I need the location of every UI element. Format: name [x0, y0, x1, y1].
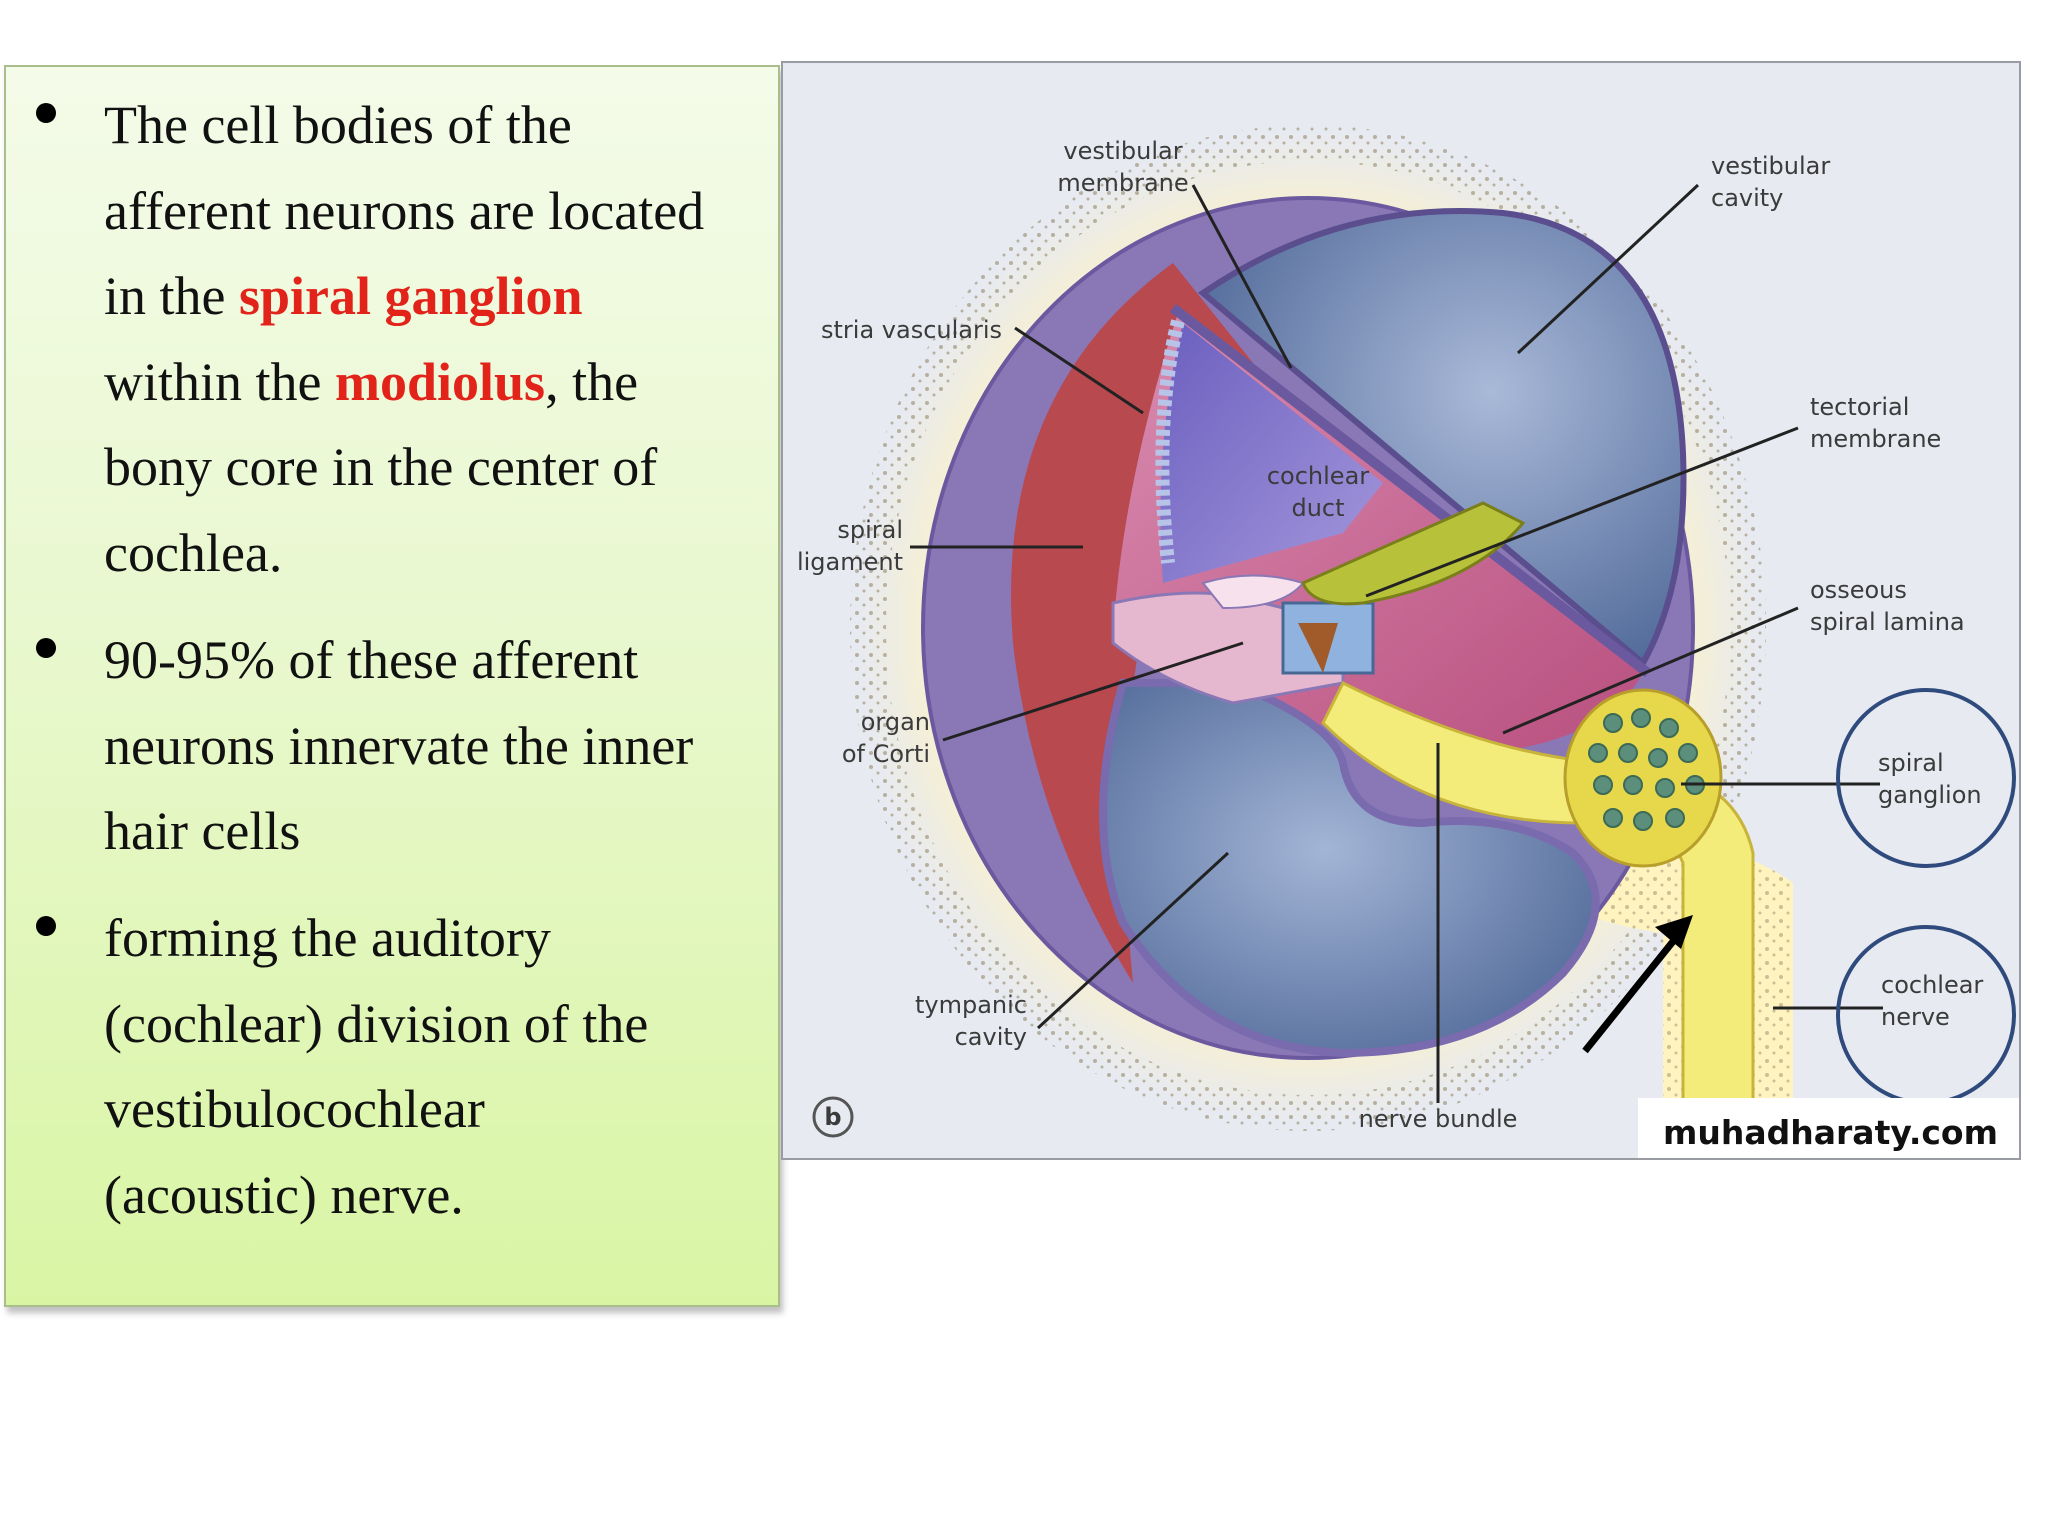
label-osseous-spiral-lamina-2: spiral lamina [1810, 608, 1965, 636]
label-spiral-ligament-1: spiral [837, 516, 903, 544]
text-run: (cochlear) division of the [104, 993, 649, 1054]
text-run: forming the auditory [104, 908, 551, 968]
bullet-dot [36, 916, 56, 936]
leader-lines [910, 183, 1883, 1103]
bullet-dot [36, 638, 56, 658]
text-run: cochlea. [104, 522, 283, 583]
label-spiral-ganglion-2: ganglion [1878, 781, 1982, 809]
text-run: neurons innervate the inner [104, 715, 694, 776]
bullet-1-line-6: cochlea. [104, 511, 704, 597]
stria-vascularis-cells [1155, 319, 1185, 564]
watermark: muhadharaty.com [1663, 1113, 1998, 1152]
bullet-1-line-4: within the modiolus, the [104, 340, 704, 426]
text-run: afferent neurons are located [104, 180, 705, 241]
bullet-2-line-1: 90-95% of these afferent [104, 618, 693, 704]
text-run: in the [104, 266, 239, 326]
text-run: (acoustic) nerve. [104, 1164, 464, 1225]
bullet-2-line-3: hair cells [104, 789, 693, 875]
leader-vestibular-membrane [1191, 184, 1293, 369]
label-vestibular-cavity-2: cavity [1711, 184, 1783, 212]
leader-organ-of-corti [942, 641, 1244, 742]
leader-tympanic-cavity [1036, 851, 1230, 1030]
label-vestibular-membrane-2: membrane [1057, 169, 1188, 197]
label-osseous-spiral-lamina-1: osseous [1810, 576, 1907, 604]
text-run: bony core in the center of [104, 437, 658, 497]
bullet-1-line-3: in the spiral ganglion [104, 254, 704, 340]
label-tectorial-membrane-2: membrane [1810, 425, 1941, 453]
spiral-ganglion-shape [1563, 688, 1723, 868]
label-tympanic-cavity-2: cavity [955, 1023, 1027, 1051]
text-run: within the [104, 351, 335, 412]
label-tectorial-membrane-1: tectorial [1810, 393, 1909, 421]
text-run: 90-95% of these afferent [104, 630, 639, 690]
label-nerve-bundle: nerve bundle [1359, 1105, 1518, 1133]
bullet-dot [36, 103, 56, 123]
text-run: The cell bodies of the [104, 95, 572, 155]
stria-vascularis-shape [1160, 323, 1383, 583]
text-run: hair cells [104, 801, 301, 861]
bullet-3-line-1: forming the auditory [104, 896, 648, 982]
label-vestibular-membrane-1: vestibular [1063, 137, 1182, 165]
label-cochlear-nerve-2: nerve [1881, 1003, 1950, 1031]
leader-vestibular-cavity [1516, 183, 1700, 355]
bullet-1-line-1: The cell bodies of the [104, 83, 704, 169]
leader-stria-vascularis [1014, 326, 1144, 415]
label-cochlear-duct-1: cochlear [1267, 462, 1369, 490]
label-spiral-ligament-2: ligament [797, 548, 903, 576]
spiral-ganglion-highlight-circle [1836, 688, 2016, 868]
text-run: vestibulocochlear [104, 1079, 485, 1139]
vestibular-cavity-shape [1198, 208, 1687, 668]
label-vestibular-cavity-1: vestibular [1711, 152, 1830, 180]
vestibular-membrane-shape [1169, 304, 1652, 677]
label-cochlear-duct-2: duct [1291, 494, 1344, 522]
label-tympanic-cavity-1: tympanic [915, 991, 1027, 1019]
highlight-modiolus: modiolus [334, 351, 546, 412]
bullet-3-line-4: (acoustic) nerve. [104, 1153, 648, 1239]
label-stria-vascularis: stria vascularis [821, 316, 1002, 344]
leader-osseous-spiral-lamina [1502, 606, 1799, 735]
panel-letter: b [824, 1103, 841, 1131]
label-spiral-ganglion-1: spiral [1878, 749, 1944, 777]
leader-tectorial-membrane [1365, 426, 1799, 598]
bullet-3-line-3: vestibulocochlear [104, 1067, 648, 1153]
cochlea-cross-section-figure: vestibular membrane vestibular cavity st… [781, 61, 2021, 1160]
label-cochlear-nerve-1: cochlear [1881, 971, 1983, 999]
label-organ-of-corti-2: of Corti [842, 740, 930, 768]
label-organ-of-corti-1: organ [861, 708, 930, 736]
bullet-3-line-2: (cochlear) division of the [104, 982, 648, 1068]
text-run: , the [545, 351, 639, 412]
cochlea-diagram: vestibular membrane vestibular cavity st… [797, 125, 2019, 1158]
tympanic-cavity-shape [1099, 679, 1600, 1058]
tectorial-membrane-shape [1301, 501, 1526, 606]
panel-letter-circle [812, 1096, 854, 1138]
bullet-1-line-5: bony core in the center of [104, 425, 704, 511]
bullet-2-line-2: neurons innervate the inner [104, 704, 693, 790]
highlight-spiral-ganglion: spiral ganglion [238, 266, 583, 326]
highlight-arrow [1582, 915, 1693, 1054]
bullet-1-line-2: afferent neurons are located [104, 169, 704, 255]
watermark-background [1638, 1098, 2019, 1158]
text-panel: The cell bodies of the afferent neurons … [4, 65, 780, 1307]
